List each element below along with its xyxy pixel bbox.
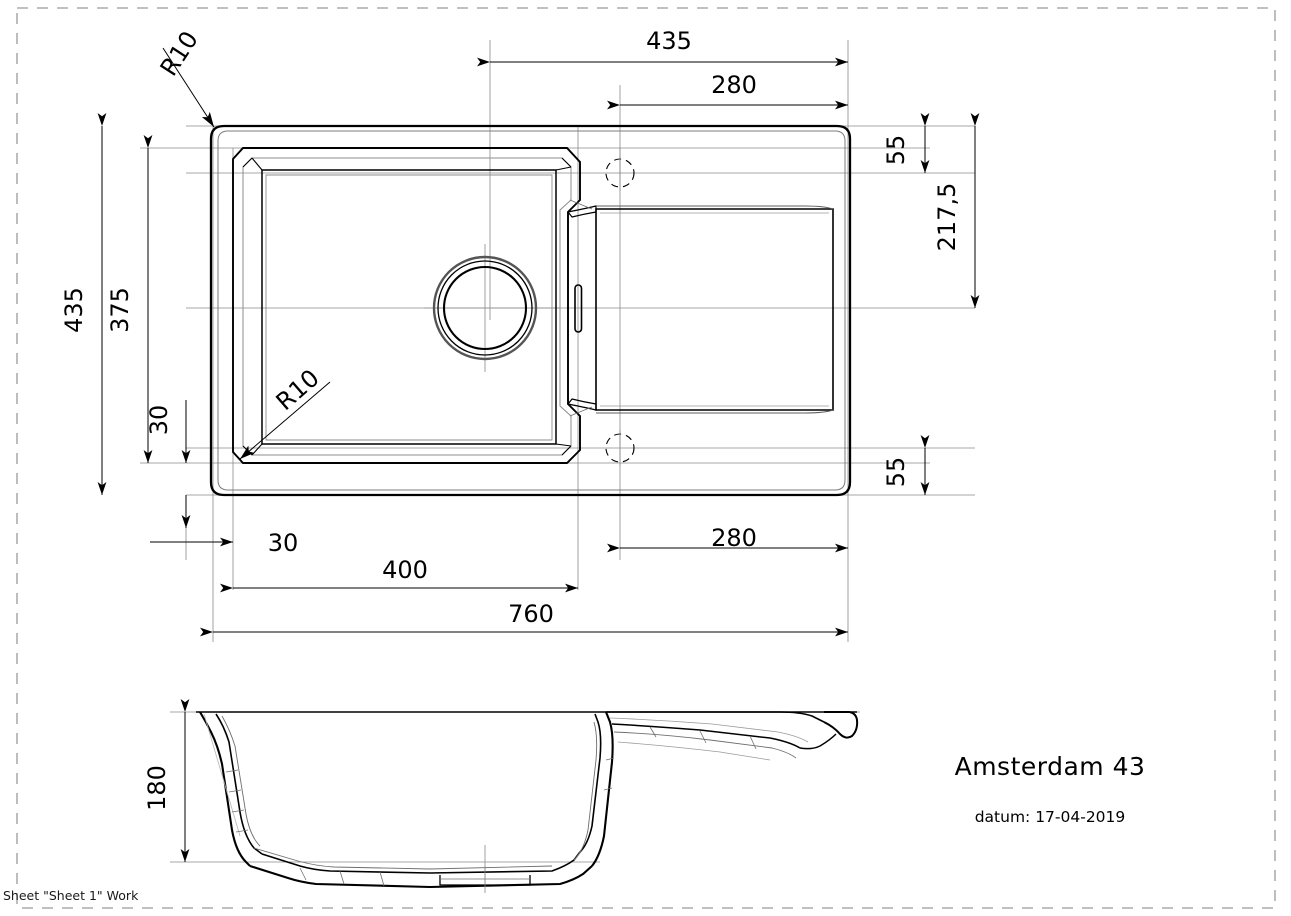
title-block: Amsterdam 43 datum: 17-04-2019 — [900, 752, 1200, 826]
dimension-55-bottom-label: 55 — [882, 457, 910, 488]
dimension-435-top-label: 435 — [646, 27, 692, 55]
section-view — [170, 711, 860, 893]
dimension-55-bottom: 55 — [882, 435, 930, 495]
dimension-760: 760 — [200, 600, 848, 637]
radius-callout-inner-label: R10 — [271, 364, 325, 416]
sink-outer-rim — [209, 124, 852, 497]
radius-callout-outer: R10 — [155, 26, 215, 128]
dimension-435-top: 435 — [477, 27, 848, 67]
page-title: Amsterdam 43 — [954, 752, 1146, 781]
overflow-slot-icon — [574, 284, 583, 333]
dimension-435-left: 435 — [60, 113, 107, 495]
dimension-400-label: 400 — [382, 556, 428, 584]
dimension-30-left: 30 — [145, 400, 191, 528]
radius-callout-outer-label: R10 — [155, 26, 204, 81]
dimension-280-bottom-label: 280 — [711, 524, 757, 552]
dimension-2175: 217,5 — [933, 113, 980, 308]
drawing-date: datum: 17-04-2019 — [974, 808, 1126, 826]
basin-opening — [232, 147, 597, 464]
tap-hole-top-icon — [605, 155, 635, 191]
dimension-2175-label: 217,5 — [933, 183, 961, 252]
dimension-30-bottom-label: 30 — [268, 529, 299, 557]
dimension-760-label: 760 — [508, 600, 554, 628]
drainboard — [595, 205, 834, 414]
dimension-435-left-label: 435 — [60, 287, 88, 333]
tap-hole-bottom-icon — [605, 430, 635, 466]
dimension-280-bottom: 280 — [607, 524, 848, 553]
dimension-30-bottom: 30 — [150, 529, 298, 557]
dimension-375: 375 — [106, 135, 153, 463]
top-view — [140, 40, 975, 642]
dimension-55-top: 55 — [882, 113, 930, 173]
dimension-55-top-label: 55 — [882, 135, 910, 166]
dimension-400: 400 — [220, 556, 578, 593]
sheet-footer-label: Sheet "Sheet 1" Work — [3, 888, 139, 903]
dimension-280-top-label: 280 — [711, 71, 757, 99]
drain-hole-icon — [432, 255, 538, 361]
dimension-375-label: 375 — [106, 287, 134, 333]
dimension-180-label: 180 — [143, 765, 171, 811]
dimension-280-top: 280 — [607, 71, 848, 110]
dimension-180: 180 — [143, 699, 190, 862]
dimension-30-left-label: 30 — [145, 405, 173, 436]
